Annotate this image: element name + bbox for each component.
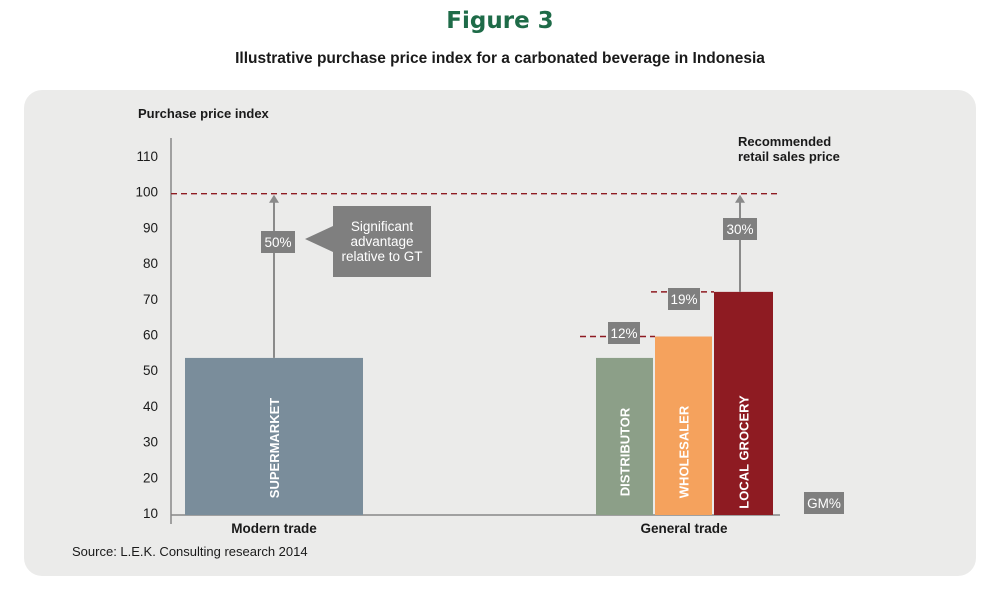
bar-wholesaler xyxy=(655,336,712,515)
margin-badge xyxy=(668,288,700,310)
margin-badge xyxy=(608,322,640,344)
y-tick-label: 10 xyxy=(143,506,158,521)
bar-supermarket xyxy=(185,357,363,515)
y-tick-label: 80 xyxy=(143,256,158,271)
x-group-label: Modern trade xyxy=(231,521,317,536)
callout-box xyxy=(305,206,431,277)
x-group-label: General trade xyxy=(640,521,728,536)
margin-label: 30% xyxy=(726,222,753,237)
y-tick-label: 60 xyxy=(143,328,158,343)
y-tick-label: 100 xyxy=(135,185,158,200)
arrow-head xyxy=(735,194,745,203)
bar-local-grocery xyxy=(714,291,773,515)
y-tick-label: 90 xyxy=(143,220,158,235)
arrow-head xyxy=(269,194,279,203)
callout-text: Significant xyxy=(351,219,414,234)
y-tick-label: 30 xyxy=(143,435,158,450)
bar-distributor xyxy=(596,357,653,515)
y-tick-label: 40 xyxy=(143,399,158,414)
margin-badge xyxy=(261,231,295,253)
source-note: Source: L.E.K. Consulting research 2014 xyxy=(72,544,308,559)
reference-label: Recommended xyxy=(738,134,831,149)
gm-badge xyxy=(804,492,844,514)
margin-badge xyxy=(723,218,757,240)
callout-text: relative to GT xyxy=(341,249,422,264)
margin-label: 19% xyxy=(670,292,697,307)
figure-label: Figure 3 xyxy=(446,8,554,34)
margin-label: 12% xyxy=(610,326,637,341)
y-tick-label: 110 xyxy=(136,149,158,164)
bar-label: WHOLESALER xyxy=(677,405,692,498)
margin-label: 50% xyxy=(264,235,291,250)
y-tick-label: 70 xyxy=(143,292,158,307)
bar-label: SUPERMARKET xyxy=(267,398,282,498)
reference-label: retail sales price xyxy=(738,149,840,164)
y-tick-label: 20 xyxy=(143,470,158,485)
gm-label: GM% xyxy=(807,496,841,511)
callout-text: advantage xyxy=(350,234,413,249)
chart-title: Illustrative purchase price index for a … xyxy=(235,50,765,67)
bar-label: DISTRIBUTOR xyxy=(618,407,633,496)
y-tick-label: 50 xyxy=(143,363,158,378)
y-axis-label: Purchase price index xyxy=(138,106,270,121)
bar-label: LOCAL GROCERY xyxy=(737,395,752,509)
